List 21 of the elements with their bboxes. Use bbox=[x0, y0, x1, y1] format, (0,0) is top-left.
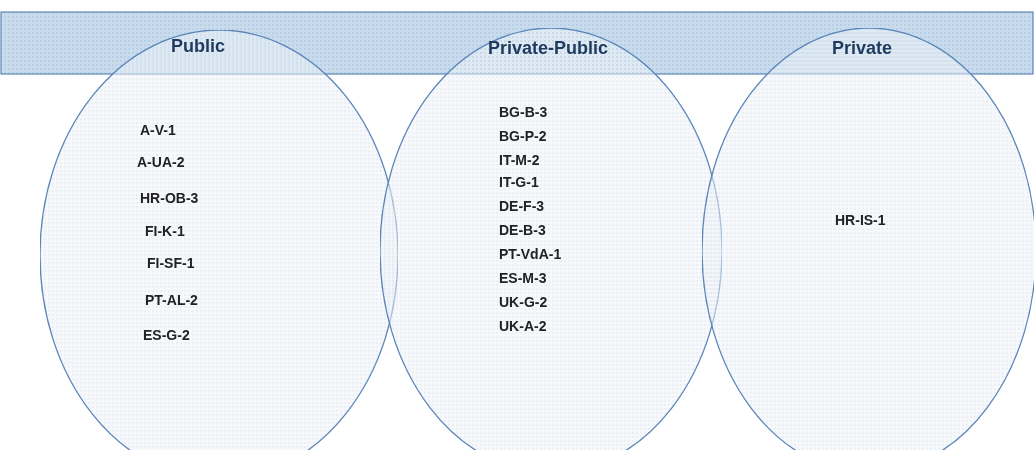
set-heading: Private bbox=[832, 38, 892, 59]
set-heading: Private-Public bbox=[488, 38, 608, 59]
item-label: BG-B-3 bbox=[499, 104, 548, 120]
item-label: A-UA-2 bbox=[137, 154, 185, 170]
item-label: HR-IS-1 bbox=[835, 212, 886, 228]
item-label: PT-VdA-1 bbox=[499, 246, 562, 262]
item-label: PT-AL-2 bbox=[145, 292, 198, 308]
item-label: FI-K-1 bbox=[145, 223, 185, 239]
item-label: FI-SF-1 bbox=[147, 255, 195, 271]
item-label: IT-G-1 bbox=[499, 174, 539, 190]
item-label: A-V-1 bbox=[140, 122, 176, 138]
set-heading: Public bbox=[171, 36, 225, 57]
item-label: IT-M-2 bbox=[499, 152, 540, 168]
item-label: HR-OB-3 bbox=[140, 190, 199, 206]
item-label: ES-G-2 bbox=[143, 327, 190, 343]
item-label: UK-A-2 bbox=[499, 318, 547, 334]
item-label: DE-F-3 bbox=[499, 198, 545, 214]
item-label: DE-B-3 bbox=[499, 222, 546, 238]
item-label: BG-P-2 bbox=[499, 128, 547, 144]
item-label: ES-M-3 bbox=[499, 270, 547, 286]
item-label: UK-G-2 bbox=[499, 294, 548, 310]
